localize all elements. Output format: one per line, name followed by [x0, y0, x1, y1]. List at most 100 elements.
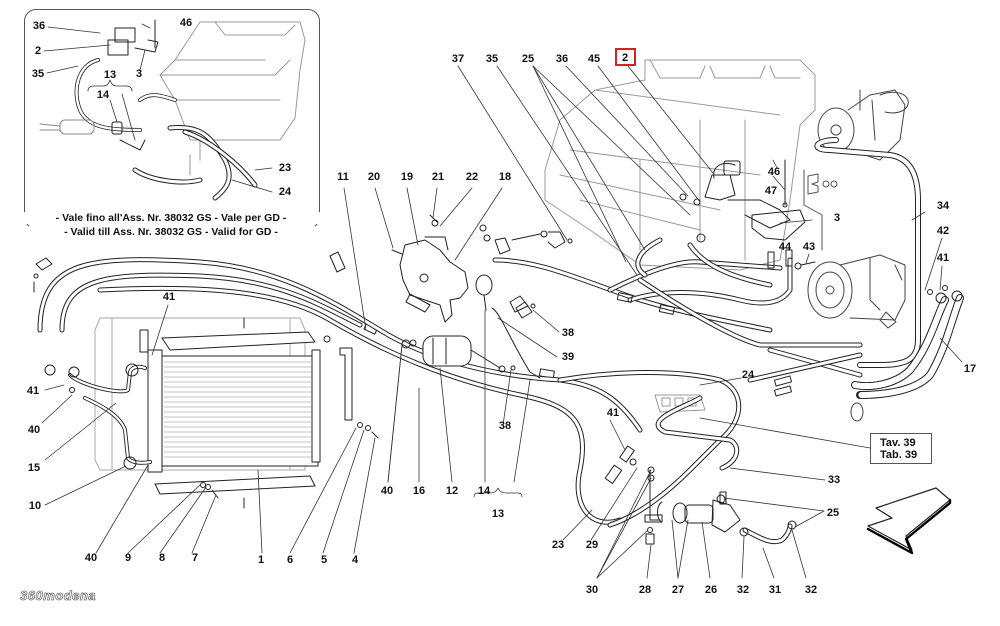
- brand-logo: 360modena: [20, 588, 97, 604]
- part-label[interactable]: 4: [351, 554, 359, 566]
- part-label[interactable]: 40: [27, 424, 41, 436]
- inset-part-label[interactable]: 35: [31, 68, 45, 80]
- pressure-switch: [475, 274, 541, 379]
- hose-clamp: [850, 402, 864, 422]
- part-label[interactable]: 6: [286, 554, 294, 566]
- part-label[interactable]: 35: [485, 53, 499, 65]
- hose-fittings: [363, 249, 793, 397]
- part-label[interactable]: 12: [445, 485, 459, 497]
- part-label[interactable]: 41: [936, 252, 950, 264]
- part-label[interactable]: 25: [521, 53, 535, 65]
- water-pump: [644, 466, 741, 545]
- part-label[interactable]: 47: [764, 185, 778, 197]
- hose-34: [814, 137, 921, 368]
- inset-drawing: [39, 19, 306, 201]
- inset-part-label[interactable]: 46: [179, 17, 193, 29]
- part-label[interactable]: 39: [561, 351, 575, 363]
- part-label[interactable]: 32: [736, 584, 750, 596]
- part-label[interactable]: 41: [606, 407, 620, 419]
- part-label[interactable]: 21: [431, 171, 445, 183]
- part-label[interactable]: 38: [498, 420, 512, 432]
- reference-line-1: Tav. 39: [880, 437, 916, 449]
- reference-line-2: Tab. 39: [880, 449, 918, 461]
- inset-part-label[interactable]: 3: [135, 68, 143, 80]
- part-label[interactable]: 3: [833, 212, 841, 224]
- condenser-pipes: [44, 363, 152, 470]
- part-label[interactable]: 43: [802, 241, 816, 253]
- part-label[interactable]: 13: [491, 508, 505, 520]
- part-label[interactable]: 23: [551, 539, 565, 551]
- condenser: [139, 329, 321, 495]
- part-label[interactable]: 27: [671, 584, 685, 596]
- part-label[interactable]: 25: [826, 507, 840, 519]
- hose-17: [851, 285, 964, 399]
- part-label[interactable]: 20: [367, 171, 381, 183]
- part-label[interactable]: 14: [477, 485, 491, 497]
- part-label[interactable]: 9: [124, 552, 132, 564]
- part-label[interactable]: 19: [400, 171, 414, 183]
- part-label[interactable]: 41: [162, 291, 176, 303]
- inset-evaporator-housing: [159, 21, 306, 176]
- part-label[interactable]: 44: [778, 241, 792, 253]
- switch-19: [391, 236, 469, 323]
- part-label[interactable]: 22: [465, 171, 479, 183]
- inset-part-label[interactable]: 2: [34, 45, 42, 57]
- hose-33: [655, 395, 740, 471]
- part-label-highlighted[interactable]: 2: [621, 52, 629, 64]
- part-label[interactable]: 41: [26, 385, 40, 397]
- inset-part-label[interactable]: 14: [96, 89, 110, 101]
- part-label[interactable]: 42: [936, 225, 950, 237]
- part-label[interactable]: 11: [337, 171, 349, 183]
- part-label[interactable]: 40: [84, 552, 98, 564]
- part-label[interactable]: 36: [555, 53, 569, 65]
- expansion-valve: [679, 160, 791, 243]
- highlighted-part-box: [615, 48, 636, 66]
- part-label[interactable]: 8: [158, 552, 166, 564]
- part-label[interactable]: 33: [827, 474, 841, 486]
- evaporator-housing: [544, 59, 816, 271]
- part-label[interactable]: 32: [804, 584, 818, 596]
- part-label[interactable]: 5: [320, 554, 328, 566]
- condenser-bracket: [339, 347, 353, 421]
- inset-part-label[interactable]: 36: [32, 20, 46, 32]
- part-label[interactable]: 7: [191, 552, 199, 564]
- hose-31: [739, 520, 797, 545]
- part-label[interactable]: 29: [585, 539, 599, 551]
- inset-part-label[interactable]: 23: [278, 162, 292, 174]
- bracket-3: [751, 159, 806, 241]
- reference-table-link[interactable]: Tav. 39 Tab. 39: [870, 433, 932, 464]
- inset-valve-connector: [114, 27, 136, 43]
- part-label[interactable]: 38: [561, 327, 575, 339]
- part-label[interactable]: 40: [380, 485, 394, 497]
- part-label[interactable]: 26: [704, 584, 718, 596]
- part-label[interactable]: 16: [412, 485, 426, 497]
- clip-bracket: [803, 169, 838, 251]
- hose-bundle-main: [492, 237, 863, 383]
- part-label[interactable]: 45: [587, 53, 601, 65]
- inset-valve-body: [107, 39, 129, 56]
- part-label[interactable]: 10: [28, 500, 42, 512]
- fitting-41-29: [604, 445, 637, 484]
- inset-caption-italian: - Vale fino all'Ass. Nr. 38032 GS - Vale…: [20, 212, 322, 224]
- part-label[interactable]: 34: [936, 200, 950, 212]
- part-label[interactable]: 15: [27, 462, 41, 474]
- part-label[interactable]: 46: [767, 166, 781, 178]
- washer-44: [794, 262, 802, 270]
- receiver-drier: [401, 335, 516, 373]
- part-label[interactable]: 30: [585, 584, 599, 596]
- part-label[interactable]: 24: [741, 369, 755, 381]
- switch-18-parts: [429, 214, 573, 319]
- part-label[interactable]: 18: [498, 171, 512, 183]
- inset-caption-english: - Valid till Ass. Nr. 38032 GS - Valid f…: [20, 226, 322, 238]
- clamp-25: [716, 494, 726, 504]
- part-label[interactable]: 17: [963, 363, 977, 375]
- hose-11-16: [37, 257, 742, 528]
- inset-part-label[interactable]: 13: [103, 69, 117, 81]
- inset-part-label[interactable]: 24: [278, 186, 292, 198]
- part-label[interactable]: 31: [768, 584, 782, 596]
- part-label[interactable]: 28: [638, 584, 652, 596]
- part-label[interactable]: 37: [451, 53, 465, 65]
- part-label[interactable]: 1: [257, 554, 265, 566]
